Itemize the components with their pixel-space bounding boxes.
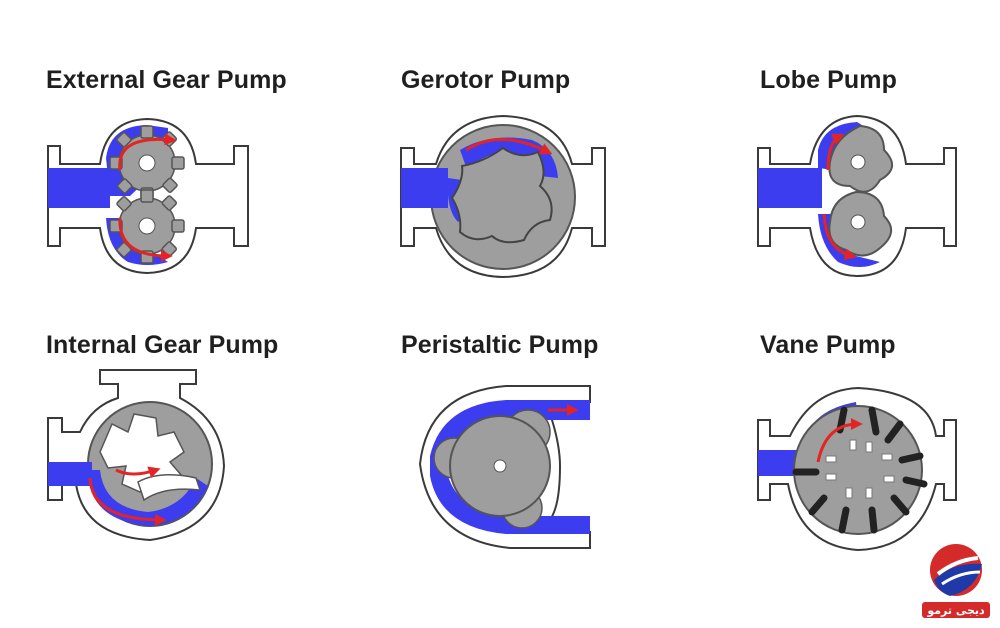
internal-gear-pump-title: Internal Gear Pump: [46, 331, 279, 359]
vanes: [792, 406, 928, 534]
fluid-chamber: [460, 137, 558, 178]
gerotor-pump-title: Gerotor Pump: [401, 66, 571, 94]
vane-pump-title: Vane Pump: [760, 331, 896, 359]
fluid-inlet: [401, 168, 448, 208]
peristaltic-pump-diagram: [418, 385, 591, 549]
fluid-inlet: [48, 168, 110, 208]
logo-text: دیجی ترمو: [926, 604, 985, 617]
flow-arrow: [465, 138, 553, 155]
flow-arrow-top: [826, 133, 845, 171]
flow-arrow-top: [118, 133, 177, 171]
external-gear-pump-diagram: [47, 117, 249, 275]
digitermo-logo-icon: دیجی ترمو: [922, 544, 990, 618]
gerotor-pump-diagram: [400, 114, 606, 279]
fluid-inlet: [48, 462, 92, 486]
fluid-chamber: [88, 470, 208, 526]
fluid-inlet: [758, 168, 822, 208]
flow-arrow-inner: [115, 466, 161, 478]
lobe-pump-title: Lobe Pump: [760, 66, 898, 94]
external-gear-pump-title: External Gear Pump: [46, 66, 287, 94]
flow-arrow-bottom: [822, 213, 857, 261]
vane-pump-diagram: [757, 386, 957, 552]
internal-gear-pump-diagram: [47, 369, 226, 542]
flow-arrow-bottom: [118, 217, 173, 262]
flow-arrow: [816, 418, 863, 463]
peristaltic-pump-title: Peristaltic Pump: [401, 331, 599, 359]
inner-gear: [99, 413, 185, 493]
flow-arrow-outer: [88, 477, 167, 526]
gerotor-inner-rotor: [450, 146, 553, 244]
digitermo-logo: دیجی ترمو: [920, 540, 992, 622]
lobe-pump-diagram: [757, 114, 957, 278]
